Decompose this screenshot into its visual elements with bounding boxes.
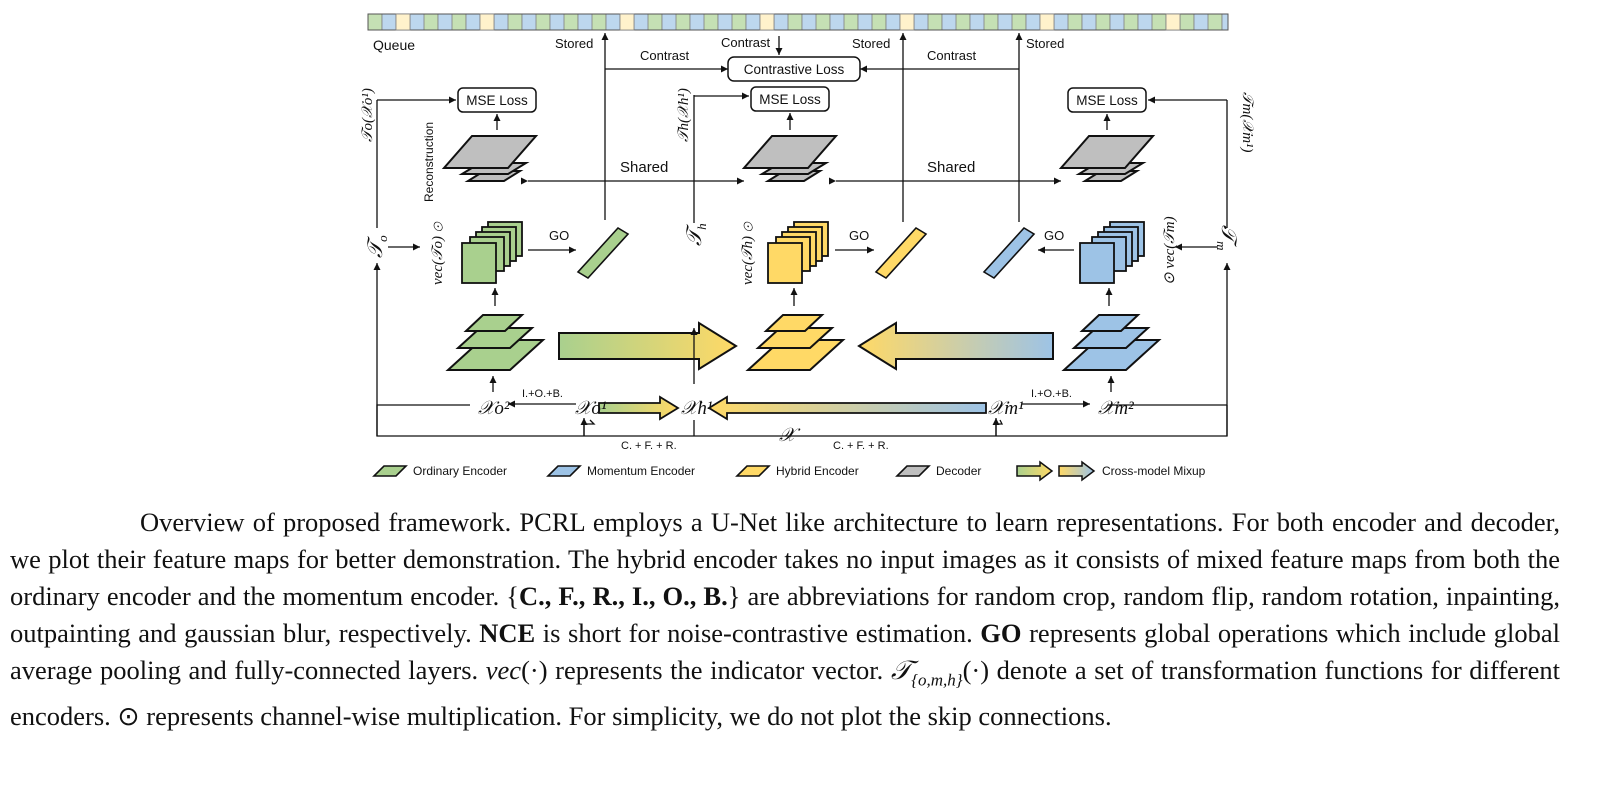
math-x-m1: 𝒳m¹ [988,398,1024,419]
caption-part-3: is short for noise-contrastive estimatio… [535,618,981,648]
legend-mixup-label: Cross-model Mixup [1102,464,1206,478]
caption-t-sub: {o,m,h} [911,670,963,690]
encoder-ordinary [445,314,546,371]
mse-loss-right: MSE Loss [1076,93,1138,108]
math-t-m: 𝒯m [1214,225,1241,250]
decoder-left [441,135,539,182]
aug-left: I.+O.+B. [522,388,563,400]
legend: Ordinary Encoder Momentum Encoder Hybrid… [372,460,1206,482]
contrastive-loss-box [727,56,861,82]
legend-ordinary-label: Ordinary Encoder [413,464,507,478]
caption-part-2: } are abbreviations for random crop, ran… [10,581,1560,648]
legend-mixup-arrow-2 [1058,460,1096,482]
math-x-o2: 𝒳o² [478,398,510,419]
mse-loss-box-left [457,87,537,113]
contrast-right: Contrast [927,48,977,63]
decoder-mid [741,135,839,182]
small-mixup-right [598,395,680,421]
aug-right: I.+O.+B. [1031,388,1072,400]
caption-part-4: represents global operations which inclu… [10,618,1561,685]
cfr-right: C. + F. + R. [833,440,889,452]
legend-decoder-swatch [895,465,931,477]
caption-abbr: C., F., R., I., O., B. [518,581,728,611]
mse-loss-box-mid [750,86,830,112]
go-left: GO [549,228,569,243]
queue [367,13,1229,31]
go-right: GO [1044,228,1064,243]
stored-mid: Stored [852,36,890,51]
legend-ordinary-swatch [372,465,408,477]
math-t-h-x: 𝒯h(𝒳h¹) [676,88,692,142]
feature-map-hybrid [767,221,829,284]
encoder-momentum [1061,314,1162,371]
caption-go: GO [980,618,1022,648]
feature-map-momentum [1079,221,1145,284]
caption-part-1: Overview of proposed framework. PCRL emp… [10,507,1560,611]
mixup-arrow-right [558,321,738,371]
stored-left: Stored [555,36,593,51]
caption-part-5: (·) represents the indicator vector. [521,655,891,685]
legend-mixup-arrow-1 [1016,460,1054,482]
caption-nce: NCE [479,618,536,648]
math-x-h1: 𝒳h¹ [681,398,713,419]
go-mid: GO [849,228,869,243]
feature-map-ordinary [461,221,523,284]
math-x-o1: 𝒳o¹ [575,398,607,419]
go-vector-momentum [982,226,1036,280]
go-vector-ordinary [576,226,630,280]
mse-loss-left: MSE Loss [466,93,528,108]
legend-momentum-label: Momentum Encoder [587,464,695,478]
contrast-left: Contrast [640,48,690,63]
reconstruction-label: Reconstruction [422,122,436,202]
contrastive-loss-label: Contrastive Loss [744,62,845,77]
caption-paragraph: Overview of proposed framework. PCRL emp… [10,504,1560,735]
legend-momentum-swatch [546,465,582,477]
caption-part-6: (·) denote a set of transformation funct… [10,655,1560,732]
math-x-m2: 𝒳m² [1098,398,1134,419]
figure-caption: Overview of proposed framework. PCRL emp… [10,504,1560,735]
math-vec-o: vec(𝒯o) ⊙ [430,221,446,285]
framework-diagram: Queue Stored Stored Stored Contrast Cont… [360,13,1255,482]
small-mixup-left [707,395,987,421]
math-t-m-x: 𝒯m(𝒳m¹) [1239,92,1255,153]
legend-decoder-label: Decoder [936,464,981,478]
math-t-h: 𝒯h [682,223,709,246]
math-t-o-x: 𝒯o(𝒳o¹) [360,88,376,142]
go-vector-hybrid [874,226,928,280]
math-t-o: 𝒯o [363,235,390,258]
mse-loss-mid: MSE Loss [759,92,821,107]
math-vec-m: ⊙ vec(𝒯m) [1162,216,1178,285]
contrast-mid: Contrast [721,35,771,50]
legend-hybrid-swatch [735,465,771,477]
mse-loss-box-right [1067,87,1147,113]
stored-right: Stored [1026,36,1064,51]
math-vec-h: vec(𝒯h) ⊙ [740,221,756,285]
shared-left: Shared [620,159,668,176]
mixup-arrow-left [857,321,1054,371]
cfr-left: C. + F. + R. [621,440,677,452]
decoder-right [1058,135,1156,182]
queue-label: Queue [373,37,415,53]
legend-hybrid-label: Hybrid Encoder [776,464,859,478]
caption-vec: vec [485,655,522,685]
caption-t: 𝒯 [890,655,912,685]
encoder-hybrid [745,314,846,371]
shared-right: Shared [927,159,975,176]
